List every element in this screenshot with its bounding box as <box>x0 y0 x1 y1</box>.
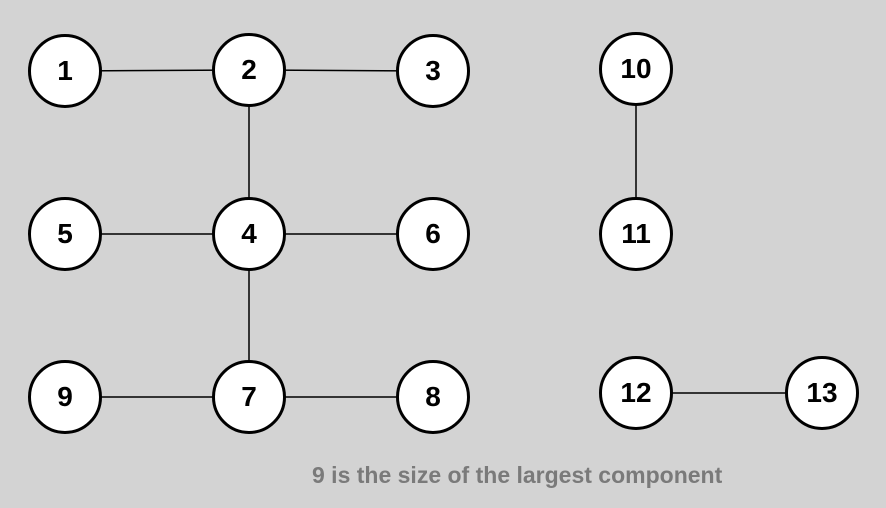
node-3: 3 <box>396 34 470 108</box>
node-1: 1 <box>28 34 102 108</box>
node-8: 8 <box>396 360 470 434</box>
node-5: 5 <box>28 197 102 271</box>
node-6: 6 <box>396 197 470 271</box>
node-12: 12 <box>599 356 673 430</box>
node-11: 11 <box>599 197 673 271</box>
caption: 9 is the size of the largest component <box>312 462 723 488</box>
node-2: 2 <box>212 33 286 107</box>
node-9: 9 <box>28 360 102 434</box>
node-10: 10 <box>599 32 673 106</box>
node-13: 13 <box>785 356 859 430</box>
node-7: 7 <box>212 360 286 434</box>
node-4: 4 <box>212 197 286 271</box>
